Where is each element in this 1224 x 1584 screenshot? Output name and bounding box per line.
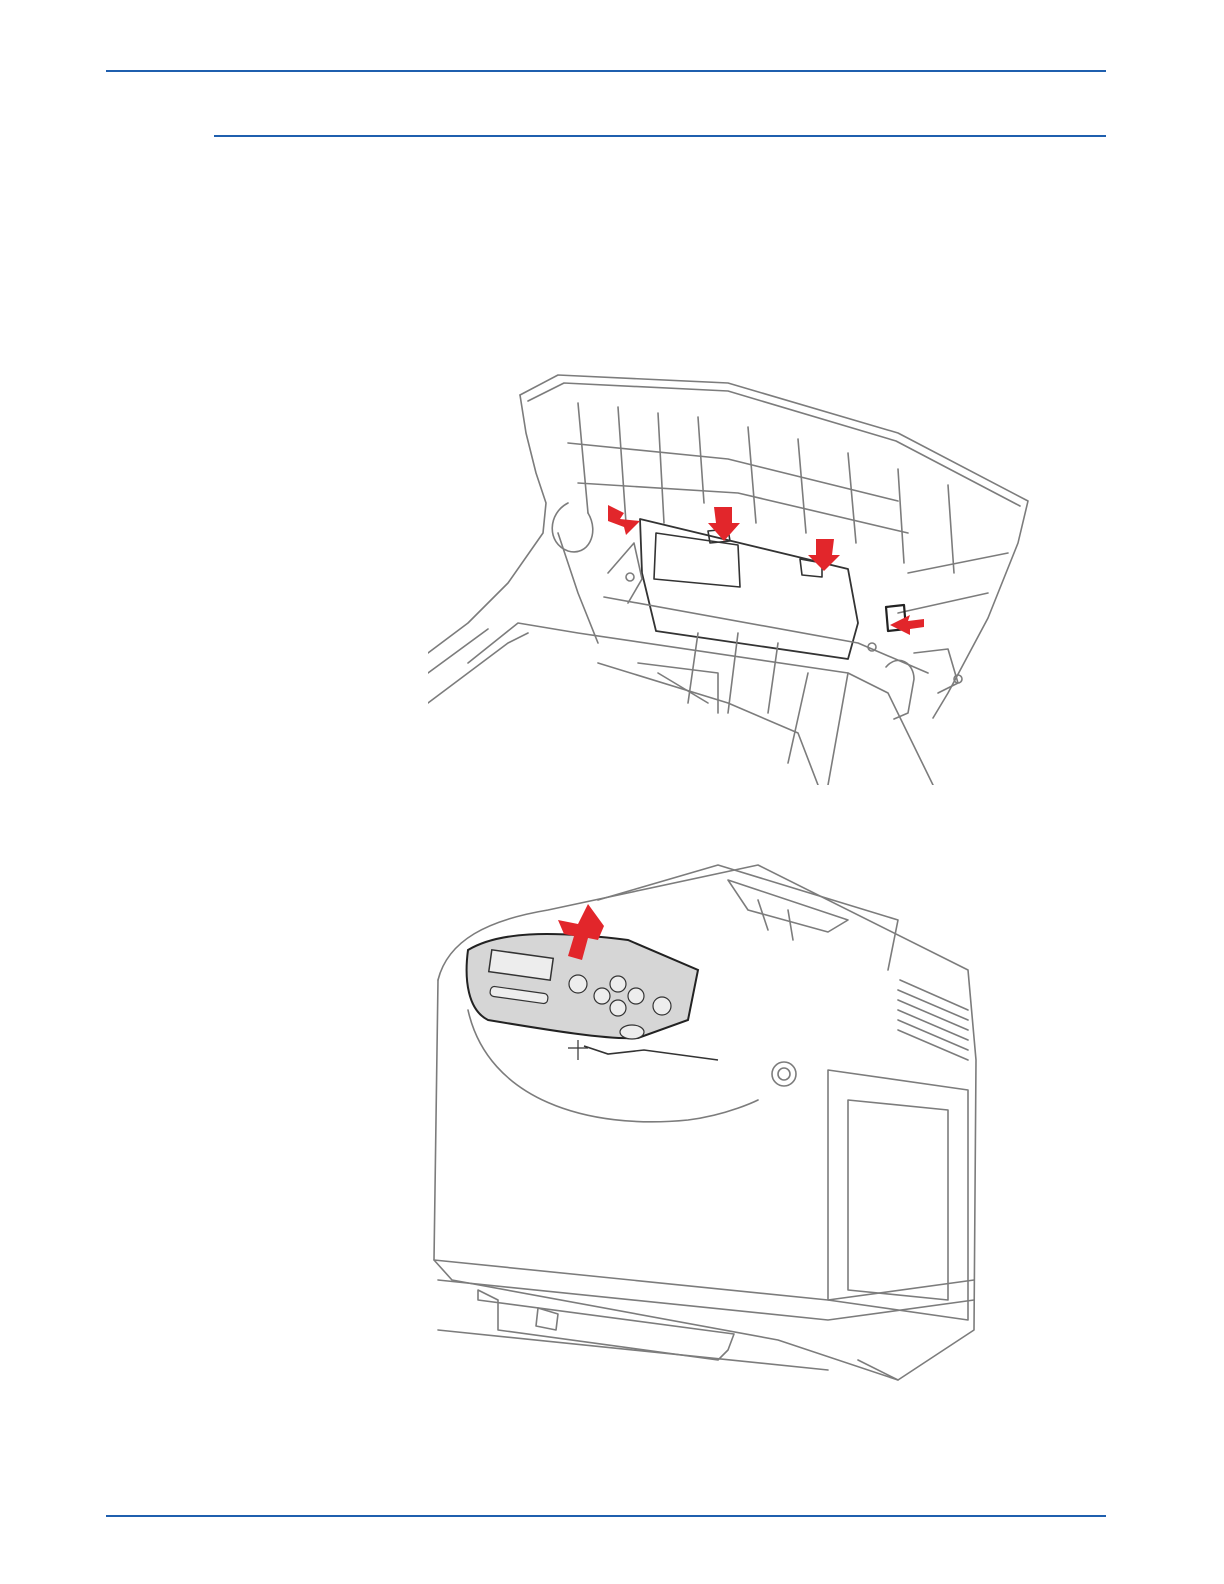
red-arrow-icon xyxy=(608,505,924,635)
section-rule xyxy=(214,135,1106,137)
control-panel-removal-figure xyxy=(428,860,980,1412)
printer-interior-figure xyxy=(428,373,1032,785)
printer-interior-illustration xyxy=(428,373,1032,785)
control-panel xyxy=(467,934,718,1060)
footer-rule xyxy=(106,1515,1106,1517)
printer-control-panel-illustration xyxy=(428,860,980,1412)
header-rule xyxy=(106,70,1106,72)
